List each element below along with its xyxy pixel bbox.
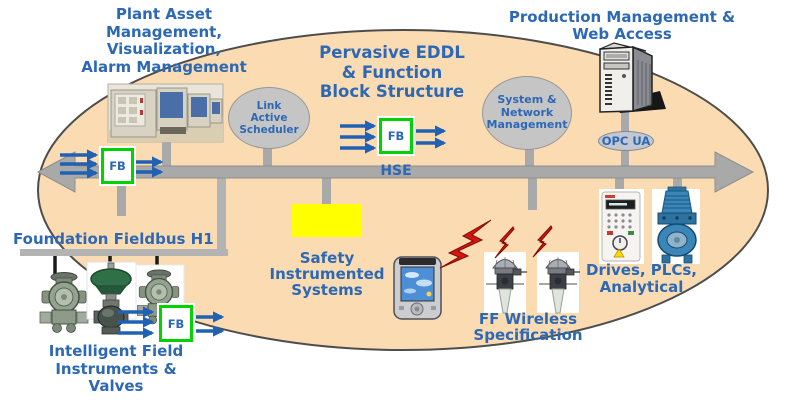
wireless-signal-bolt-icon (439, 219, 492, 269)
wireless-signal-bolt-icon (532, 225, 553, 258)
stub-fb-left (117, 182, 126, 216)
fb-block-h1: FB (159, 305, 193, 342)
stub-safety (322, 176, 331, 205)
node-label: OPC UA (601, 134, 651, 148)
stub-link-active-scheduler (263, 145, 272, 167)
stub-wireless (528, 176, 537, 210)
label-intelligent-field-instruments: Intelligent Field Instruments & Valves (48, 342, 184, 395)
pda-icon (393, 256, 442, 320)
label-ff-wireless-specification: FF Wireless Specification (473, 310, 583, 344)
analyzer-icon (652, 186, 700, 264)
fb-label: FB (109, 159, 126, 173)
workstation-icon (107, 83, 224, 143)
h1-bus-bar (20, 249, 228, 256)
label-production-management: Production Management & Web Access (508, 8, 736, 43)
label-plant-asset-management: Plant Asset Management, Visualization, A… (81, 5, 247, 76)
pressure-transmitter-icon (39, 271, 89, 334)
fb-block-hse-center: FB (379, 118, 413, 154)
node-link-active-scheduler: Link Active Scheduler (228, 87, 310, 149)
node-opc-ua: OPC UA (598, 131, 654, 151)
vfd-drive-icon (599, 189, 644, 264)
safety-sis-box (292, 204, 362, 237)
fb-label: FB (387, 129, 405, 143)
hse-bus-arrow (36, 151, 755, 193)
fb-label: FB (167, 316, 185, 331)
stub-system-network (525, 145, 534, 167)
stub-workstation (162, 139, 171, 167)
label-safety-instrumented-systems: Safety Instrumented Systems (269, 249, 385, 299)
node-label: Link Active Scheduler (239, 100, 299, 136)
stub-drive (615, 176, 624, 191)
label-diagram-title: Pervasive EDDL & Function Block Structur… (319, 43, 465, 101)
control-valve-icon (86, 261, 137, 335)
hse-bus-label: HSE (380, 163, 412, 179)
fb-arrows (60, 120, 447, 339)
wireless-signal-bolt-icon (494, 226, 515, 259)
wireless-transmitter-icon (483, 251, 528, 314)
h1-riser (217, 174, 226, 253)
node-system-network-management: System & Network Management (482, 76, 572, 150)
stub-analyzer (673, 176, 682, 191)
label-drives-plcs-analytical: Drives, PLCs, Analytical (586, 261, 697, 296)
label-foundation-fieldbus-h1: Foundation Fieldbus H1 (13, 230, 214, 248)
fb-block-hse-left: FB (101, 148, 134, 184)
server-tower-icon (599, 42, 666, 113)
node-label: System & Network Management (486, 93, 568, 132)
